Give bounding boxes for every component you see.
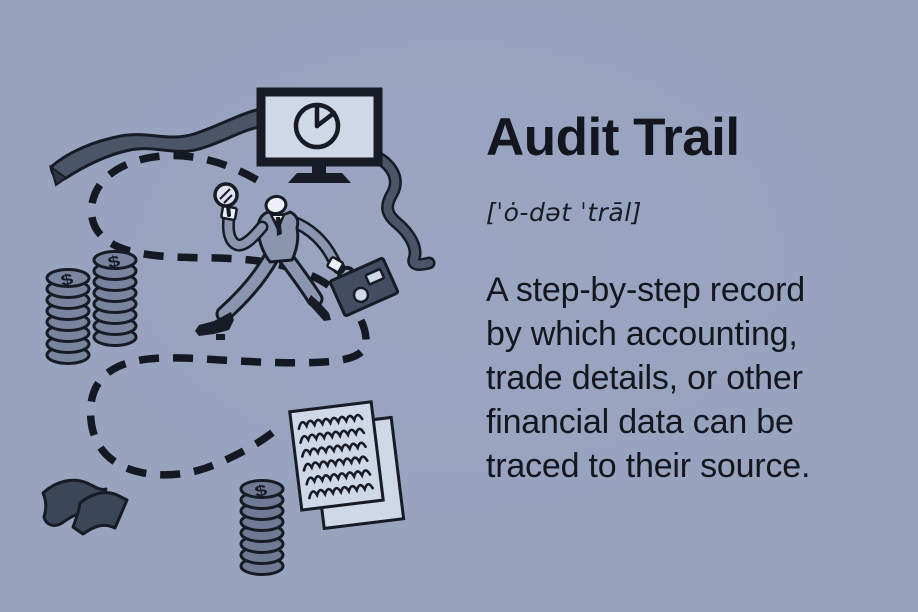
dollar-sign: $ — [106, 253, 122, 273]
magnifying-glass-icon — [213, 182, 239, 217]
briefcase-icon — [328, 256, 400, 318]
definition-text-column: Audit Trail [ˈȯ-dət ˈtrāl] A step-by-ste… — [486, 108, 906, 488]
dollar-sign: $ — [59, 271, 75, 291]
monitor-pie-chart-icon — [256, 87, 383, 183]
definition-line: financial data can be — [486, 403, 794, 442]
investigator-figure — [195, 182, 400, 340]
audit-trail-illustration: $ $ $ — [41, 87, 436, 576]
shoe-icon-right — [307, 295, 331, 321]
definition-line: traced to their source. — [486, 447, 811, 486]
definition-line: by which accounting, — [486, 315, 798, 354]
ribbon-icon-right — [370, 150, 436, 271]
pronunciation: [ˈȯ-dət ˈtrāl] — [486, 198, 642, 228]
page-title: Audit Trail — [486, 108, 740, 167]
pie-chart-icon — [293, 102, 341, 150]
ribbon-icon-left — [49, 106, 266, 182]
definition-line: A step-by-step record — [486, 271, 805, 310]
definition-text: A step-by-step record by which accountin… — [486, 268, 906, 488]
cash-bills-icon — [41, 478, 129, 536]
shoe-icon-left — [195, 312, 234, 336]
head — [264, 194, 288, 216]
dollar-sign: $ — [253, 482, 269, 502]
definition-line: trade details, or other — [486, 359, 803, 398]
documents-icon — [288, 400, 406, 531]
ribbon-fold — [49, 164, 68, 187]
